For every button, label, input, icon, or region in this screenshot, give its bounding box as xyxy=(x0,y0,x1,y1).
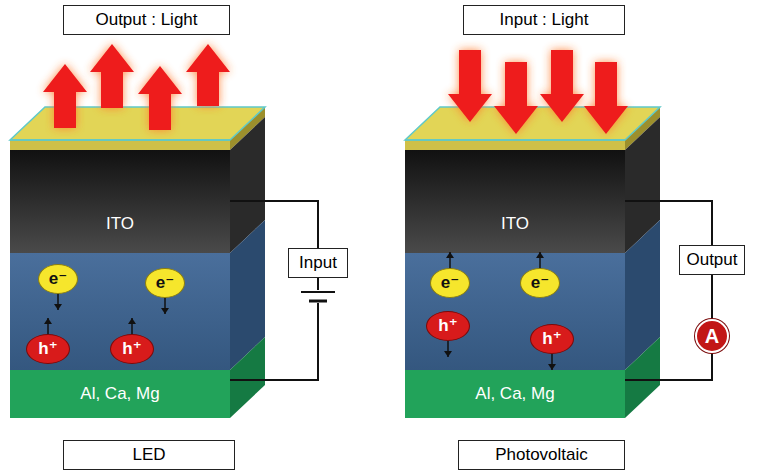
layer-stack xyxy=(10,107,265,418)
light-glow xyxy=(90,44,134,108)
node-text: Photovoltaic xyxy=(495,445,588,465)
light-arrow xyxy=(540,50,584,122)
layer-side xyxy=(230,337,265,418)
hole: h⁺ xyxy=(530,324,574,354)
light-arrow xyxy=(448,50,492,122)
layer-front xyxy=(405,140,625,150)
node-text: e⁻ xyxy=(49,269,67,289)
light-glow xyxy=(43,64,87,128)
light-glow xyxy=(584,62,628,134)
battery-symbol xyxy=(298,290,338,303)
layer-front xyxy=(405,370,625,418)
light-glow xyxy=(540,50,584,122)
node-text: ITO xyxy=(501,214,529,234)
layer-front xyxy=(10,150,230,253)
layer-stack xyxy=(405,107,660,418)
electron: e⁻ xyxy=(145,268,185,298)
caption-box: Input : Light xyxy=(463,5,625,35)
electron: e⁻ xyxy=(430,268,470,298)
device-label: Photovoltaic xyxy=(458,440,625,470)
layer-front xyxy=(10,253,230,370)
light-glow xyxy=(448,50,492,122)
wire xyxy=(625,201,712,245)
layer-front xyxy=(10,370,230,418)
light-arrow xyxy=(186,44,230,106)
node-text: Al, Ca, Mg xyxy=(80,384,159,404)
light-arrow xyxy=(494,62,538,134)
carrier-arrowhead xyxy=(444,351,452,357)
layer-front xyxy=(405,150,625,253)
node-text: Input : Light xyxy=(500,10,589,30)
node-text: h⁺ xyxy=(438,316,457,336)
electron: e⁻ xyxy=(520,268,560,298)
glass-edge xyxy=(405,139,625,141)
carrier-arrowhead xyxy=(548,364,556,370)
node-text: A xyxy=(705,325,719,348)
glass-edge xyxy=(10,139,230,141)
node-text: e⁻ xyxy=(531,273,549,293)
layer-front xyxy=(405,253,625,370)
node-text: Al, Ca, Mg xyxy=(475,384,554,404)
hole: h⁺ xyxy=(26,334,70,364)
light-arrow xyxy=(43,64,87,128)
light-glow xyxy=(138,66,182,130)
light-arrow xyxy=(138,66,182,130)
caption-box: Output : Light xyxy=(63,5,230,35)
node-text: h⁺ xyxy=(122,339,141,359)
glass-top xyxy=(10,107,265,140)
node-text: ITO xyxy=(106,214,134,234)
node-text: Output xyxy=(686,250,737,270)
device-label: LED xyxy=(63,440,235,470)
light-glow xyxy=(186,44,230,106)
light-glow xyxy=(494,62,538,134)
metal-layer: Al, Ca, Mg xyxy=(10,372,230,416)
hole: h⁺ xyxy=(110,334,154,364)
wire xyxy=(625,353,712,380)
battery-plate xyxy=(309,300,327,303)
metal-layer: Al, Ca, Mg xyxy=(405,372,625,416)
wire xyxy=(711,275,713,319)
battery-gap xyxy=(298,290,338,303)
carrier-arrowhead xyxy=(536,252,544,258)
node-text: Output : Light xyxy=(95,10,197,30)
electron: e⁻ xyxy=(38,264,78,294)
light-arrow xyxy=(584,62,628,134)
node-text: h⁺ xyxy=(542,329,561,349)
light-arrow xyxy=(90,44,134,108)
layer-front xyxy=(10,140,230,150)
carrier-arrowhead xyxy=(44,318,52,324)
ito-layer: ITO xyxy=(405,196,625,252)
node-text: Input xyxy=(299,253,337,273)
input-box: Input xyxy=(288,248,348,278)
battery-plate xyxy=(301,291,335,293)
layer-side xyxy=(625,337,660,418)
node-text: h⁺ xyxy=(38,339,57,359)
ito-layer: ITO xyxy=(10,196,230,252)
carrier-arrowhead xyxy=(161,308,169,314)
ammeter: A xyxy=(695,319,729,353)
wire xyxy=(230,201,318,248)
node-text: e⁻ xyxy=(156,273,174,293)
carrier-arrowhead xyxy=(54,304,62,310)
carrier-arrowhead xyxy=(446,252,454,258)
output-box: Output xyxy=(679,245,745,275)
node-text: LED xyxy=(132,445,165,465)
carrier-arrowhead xyxy=(128,318,136,324)
node-text: e⁻ xyxy=(441,273,459,293)
hole: h⁺ xyxy=(426,311,470,341)
